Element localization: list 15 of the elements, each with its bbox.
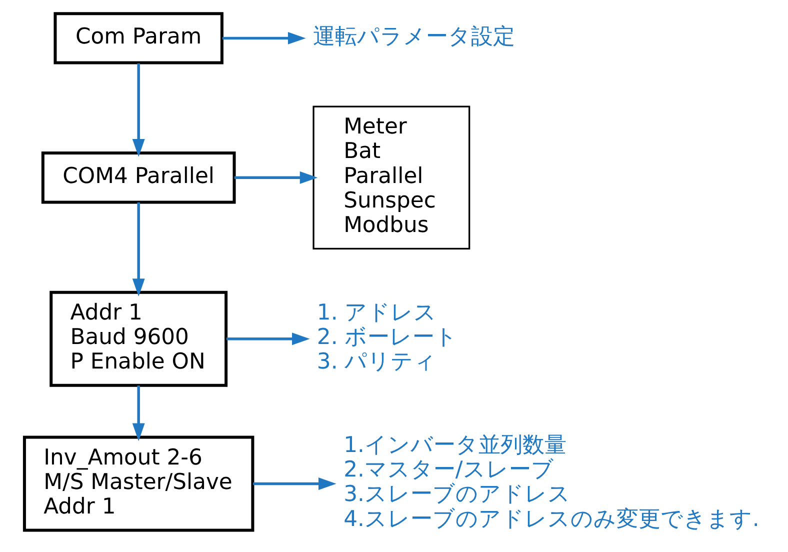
arrow	[222, 32, 306, 44]
arrow	[226, 332, 310, 346]
arrow	[132, 202, 144, 296]
node-text: 1. アドレス 2. ボーレート 3. パリティ	[316, 300, 458, 375]
node-text: 1.インバータ並列数量 2.マスター/スレーブ 3.スレーブのアドレス 4.スレーブのアドレスのみ変更できます.	[343, 433, 759, 532]
node-box: Addr 1 Baud 9600 P Enable ON	[49, 290, 228, 387]
node-box: Meter Bat Parallel Sunspec Modbus	[312, 106, 470, 250]
arrow	[132, 386, 144, 442]
node-box: Com Param	[53, 12, 223, 64]
arrow	[234, 171, 318, 184]
node-text: 運転パラメータ設定	[312, 24, 514, 50]
arrow	[132, 63, 144, 157]
node-box: Inv_Amout 2-6 M/S Master/Slave Addr 1	[22, 436, 254, 532]
node-box: COM4 Parallel	[40, 152, 236, 204]
arrow	[252, 478, 336, 490]
